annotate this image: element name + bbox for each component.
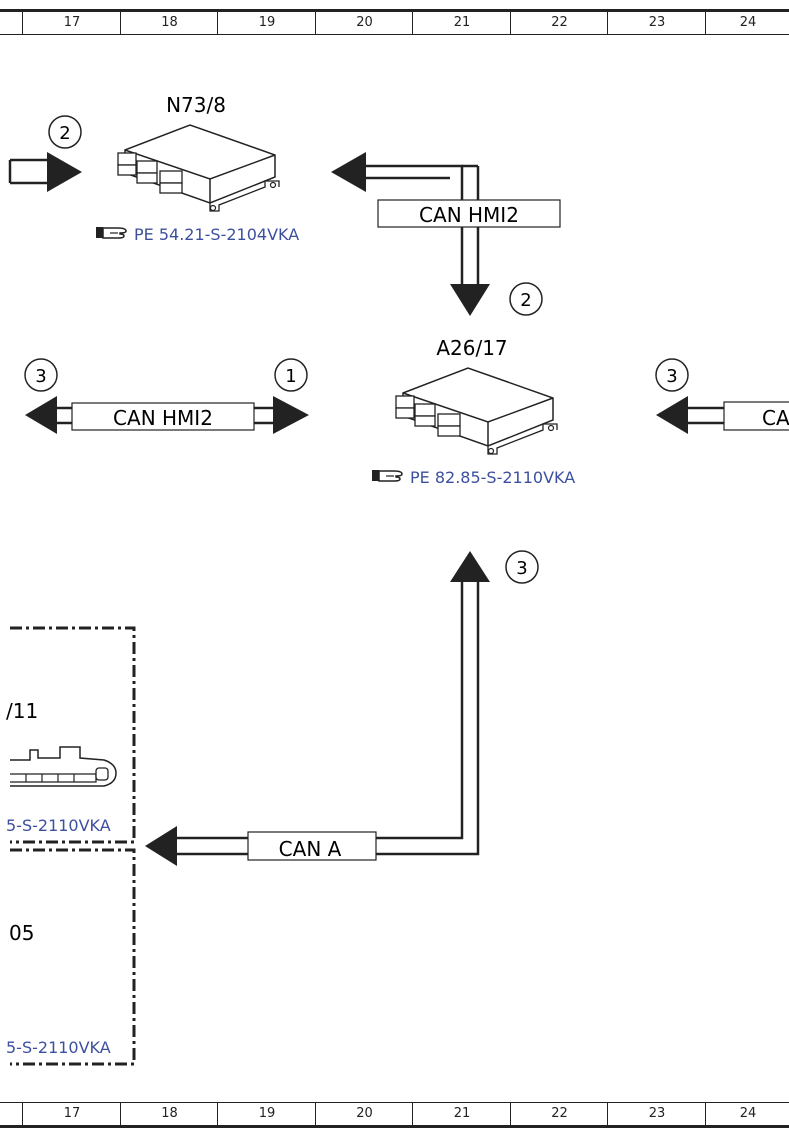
- bus-label-can-right: CA: [762, 406, 789, 430]
- column-ruler-top: 17 18 19 20 21 22 23 24: [0, 9, 789, 35]
- bus-label-can-hmi2-middle: CAN HMI2: [113, 406, 213, 430]
- column-18: 18: [120, 12, 218, 34]
- connection-marker-number: 1: [285, 366, 296, 387]
- n73-8-label: N73/8: [166, 93, 226, 117]
- column-22: 22: [510, 1103, 608, 1125]
- connection-marker: [509, 282, 543, 316]
- a26-17-label: A26/17: [436, 336, 507, 360]
- column-23: 23: [607, 12, 706, 34]
- component-boundary: [10, 626, 136, 844]
- column-24: 24: [705, 1103, 789, 1125]
- wire: [176, 581, 464, 840]
- wire: [176, 581, 480, 856]
- pointing-hand-icon: [95, 226, 127, 239]
- connection-marker: [48, 115, 82, 149]
- connection-marker-number: 3: [666, 366, 677, 387]
- bus-label-box: [71, 402, 255, 431]
- arrow-left-icon: [331, 152, 366, 192]
- column-21: 21: [412, 1103, 511, 1125]
- arrow-right-icon: [47, 152, 82, 192]
- connection-marker: [24, 358, 58, 392]
- connection-marker: [505, 550, 539, 584]
- partial-reference-link[interactable]: 5-S-2110VKA: [6, 816, 111, 835]
- arrow-left-icon: [25, 396, 57, 434]
- partial-reference-link[interactable]: 5-S-2110VKA: [6, 1038, 111, 1057]
- arrow-up-icon: [450, 551, 490, 582]
- arrow-right-icon: [273, 396, 309, 434]
- column-ruler-bottom: 17 18 19 20 21 22 23 24: [0, 1102, 789, 1128]
- connection-marker-number: 2: [520, 290, 531, 311]
- connection-marker-number: 3: [516, 558, 527, 579]
- pointing-hand-icon: [371, 469, 403, 482]
- partial-component-label: 05: [9, 921, 34, 945]
- column-24: 24: [705, 12, 789, 34]
- bus-label-can-hmi2-top: CAN HMI2: [419, 203, 519, 227]
- partial-component-label: /11: [6, 699, 38, 723]
- column-20: 20: [315, 12, 413, 34]
- arrow-down-icon: [450, 284, 490, 316]
- bus-label-box: [247, 831, 377, 861]
- bus-label-can-a: CAN A: [279, 837, 342, 861]
- column-22: 22: [510, 12, 608, 34]
- a26-17-reference-link[interactable]: PE 82.85-S-2110VKA: [410, 468, 575, 487]
- column-23: 23: [607, 1103, 706, 1125]
- connection-marker: [655, 358, 689, 392]
- bus-label-box: [723, 401, 789, 431]
- column-19: 19: [217, 12, 316, 34]
- connection-marker-number: 2: [59, 123, 70, 144]
- column-19: 19: [217, 1103, 316, 1125]
- connection-marker: [274, 358, 308, 392]
- column-21: 21: [412, 12, 511, 34]
- column-17: 17: [22, 12, 121, 34]
- connection-marker-number: 3: [35, 366, 46, 387]
- bus-label-box: [377, 199, 561, 228]
- n73-8-control-unit-icon: [117, 124, 280, 212]
- a26-17-control-unit-icon: [395, 367, 558, 455]
- partial-connector-icon: [10, 746, 117, 787]
- n73-8-reference-link[interactable]: PE 54.21-S-2104VKA: [134, 225, 299, 244]
- column-20: 20: [315, 1103, 413, 1125]
- arrow-left-icon: [145, 826, 177, 866]
- arrow-left-icon: [656, 396, 688, 434]
- column-18: 18: [120, 1103, 218, 1125]
- component-boundary: [10, 848, 136, 1066]
- column-17: 17: [22, 1103, 121, 1125]
